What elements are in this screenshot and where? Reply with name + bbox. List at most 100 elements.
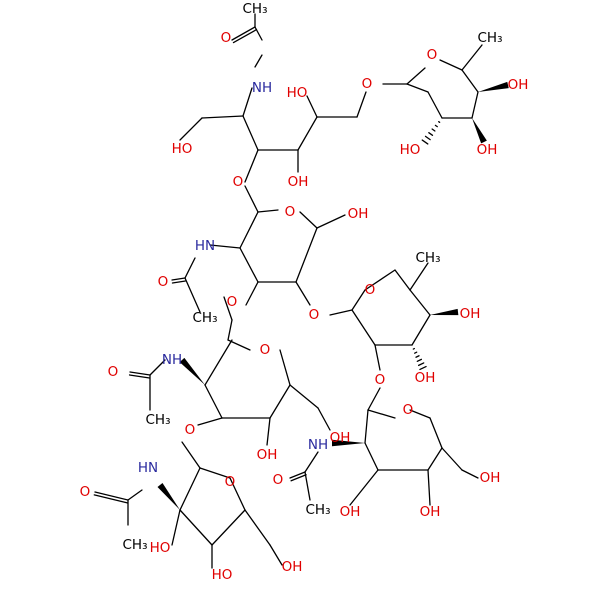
bond bbox=[257, 209, 279, 213]
bond bbox=[244, 149, 259, 183]
hash-bond bbox=[415, 355, 420, 358]
wedge-bond bbox=[430, 308, 459, 316]
wedge-bond bbox=[179, 357, 205, 385]
double-bond bbox=[232, 28, 258, 44]
bond bbox=[427, 447, 443, 471]
bond bbox=[304, 471, 311, 501]
bond bbox=[244, 185, 259, 213]
methyl-label: CH₃ bbox=[478, 30, 503, 46]
hydroxyl-label: OH bbox=[330, 430, 351, 446]
methyl-label: CH₃ bbox=[243, 1, 268, 17]
bond bbox=[181, 441, 201, 469]
bond bbox=[179, 509, 213, 546]
bond bbox=[179, 467, 201, 511]
methyl-label: CH₃ bbox=[146, 412, 171, 428]
bond bbox=[471, 91, 479, 119]
hydroxyl-label: OH bbox=[508, 77, 529, 93]
bond bbox=[429, 417, 443, 449]
wedge-bond bbox=[472, 118, 487, 144]
bond bbox=[364, 269, 396, 291]
bond bbox=[299, 211, 318, 229]
hydroxyl-label: OH bbox=[340, 504, 361, 520]
hash-bond bbox=[416, 358, 423, 362]
carbonyl-oxygen-label: O bbox=[80, 484, 91, 500]
bond bbox=[223, 296, 233, 321]
amide-hn-label: HN bbox=[138, 460, 158, 476]
bond bbox=[329, 309, 353, 316]
bond bbox=[461, 69, 479, 93]
glycosidic-oxygen-label: O bbox=[227, 294, 238, 310]
amide-nh-label: NH bbox=[162, 352, 182, 368]
carbonyl-oxygen-label: O bbox=[158, 274, 169, 290]
bond bbox=[409, 409, 431, 419]
bond bbox=[171, 509, 181, 546]
hash-bond bbox=[421, 139, 429, 145]
bond bbox=[242, 87, 253, 117]
hash-bond bbox=[419, 365, 427, 371]
wedge-bond bbox=[478, 81, 509, 92]
glycosidic-oxygen-label: O bbox=[185, 422, 196, 438]
ring-oxygen-label: O bbox=[285, 204, 296, 220]
bond bbox=[351, 289, 366, 311]
bond bbox=[351, 309, 376, 346]
bond bbox=[364, 442, 379, 471]
bond bbox=[289, 384, 319, 409]
ring-oxygen-label: O bbox=[427, 47, 438, 63]
methyl-label: CH₃ bbox=[416, 250, 441, 266]
bond bbox=[204, 339, 233, 386]
methyl-label: CH₃ bbox=[193, 310, 218, 326]
bond bbox=[406, 67, 426, 85]
bond bbox=[199, 467, 231, 479]
wedge-bond bbox=[332, 439, 365, 447]
hydroxyl-label: OH bbox=[257, 447, 278, 463]
hash-bond bbox=[434, 124, 438, 128]
bond bbox=[279, 349, 291, 386]
bond bbox=[254, 54, 263, 68]
bond bbox=[295, 281, 311, 306]
bond bbox=[427, 91, 443, 119]
double-bond bbox=[128, 374, 151, 379]
bond bbox=[364, 409, 369, 444]
ring-oxygen-label: O bbox=[260, 342, 271, 358]
bond bbox=[409, 262, 429, 291]
double-bond bbox=[171, 280, 187, 284]
bond bbox=[127, 489, 143, 501]
bond bbox=[179, 117, 203, 141]
hydroxyl-label: OH bbox=[288, 174, 309, 190]
bond bbox=[149, 359, 166, 376]
bond bbox=[367, 409, 396, 419]
bond bbox=[461, 44, 483, 71]
bond bbox=[239, 247, 259, 283]
methyl-label: CH₃ bbox=[123, 537, 148, 553]
bond bbox=[254, 26, 263, 41]
bond bbox=[229, 477, 246, 511]
bond bbox=[184, 277, 201, 313]
bond bbox=[297, 116, 318, 151]
hash-bond bbox=[428, 132, 434, 136]
ring-oxygen-label: O bbox=[225, 474, 236, 490]
hash-bond bbox=[438, 121, 441, 123]
hydroxyl-label: OH bbox=[282, 559, 303, 575]
bond bbox=[409, 289, 431, 316]
hydroxyl-label: OH bbox=[477, 142, 498, 158]
hydroxyl-label: HO bbox=[172, 141, 193, 157]
double-bond bbox=[94, 491, 129, 501]
bond bbox=[439, 59, 463, 71]
bond bbox=[227, 319, 233, 341]
ring-oxygen-label: O bbox=[403, 402, 414, 418]
methyl-label: CH₃ bbox=[306, 502, 331, 518]
bond bbox=[306, 95, 318, 118]
bond bbox=[374, 344, 381, 371]
bond bbox=[197, 417, 223, 426]
bond bbox=[245, 281, 259, 306]
hash-bond bbox=[424, 135, 431, 141]
bond bbox=[356, 91, 367, 118]
bond bbox=[269, 544, 283, 566]
hydroxyl-label: OH bbox=[480, 470, 501, 486]
bond bbox=[406, 83, 429, 93]
bond bbox=[317, 407, 331, 431]
bond bbox=[367, 387, 381, 411]
hydroxyl-label: HO bbox=[150, 540, 171, 556]
amide-hn-label: HN bbox=[195, 238, 215, 254]
double-bond bbox=[129, 371, 151, 376]
